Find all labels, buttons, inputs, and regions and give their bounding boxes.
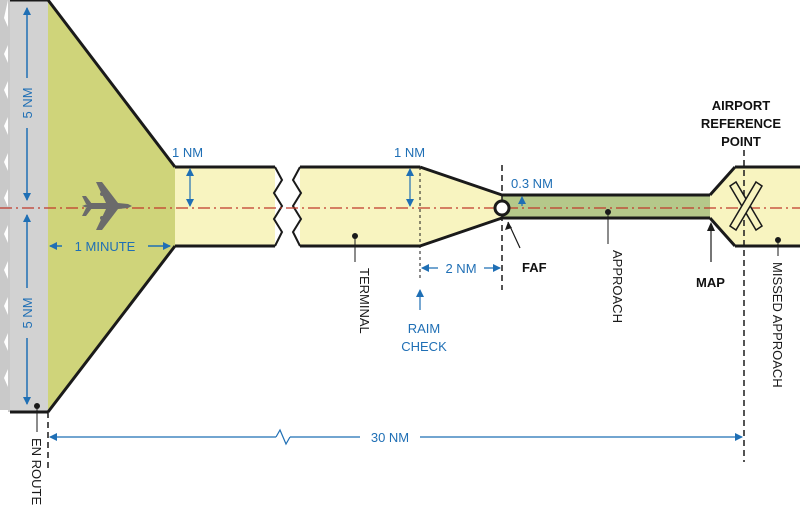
x-mark-icon [728,180,764,232]
one-nm-right-label: 1 NM [394,145,425,160]
zero-three-nm-label: 0.3 NM [511,176,553,191]
map-label: MAP [696,275,725,290]
approach-strip [502,195,710,218]
one-nm-left-label: 1 NM [172,145,203,160]
two-nm-label: 2 NM [445,261,476,276]
one-minute-label: 1 MINUTE [75,239,136,254]
airport-ref-label-line3: POINT [721,134,761,149]
airport-ref-label-line2: REFERENCE [701,116,782,131]
enroute-area [10,0,48,412]
raim-check-label-line1: RAIM [408,321,441,336]
circle-waypoint-icon [493,199,511,217]
five-nm-bottom-label: 5 NM [20,297,35,328]
thirty-nm-label: 30 NM [371,430,409,445]
airplane-icon [82,182,132,230]
approach-label: APPROACH [610,250,625,323]
faf-label: FAF [522,260,547,275]
area-outlines [10,0,800,414]
en-route-label: EN ROUTE [29,438,44,506]
raim-check-label-line2: CHECK [401,339,447,354]
terminal-label: TERMINAL [357,268,372,334]
terminal-taper [420,167,502,246]
airport-ref-label-line1: AIRPORT [712,98,771,113]
missed-approach-label: MISSED APPROACH [770,262,785,388]
thirty-nm-dimension [49,428,743,446]
corridor-break-marks [272,166,303,247]
terminal-corridor-right [300,167,420,246]
five-nm-top-label: 5 NM [20,87,35,118]
